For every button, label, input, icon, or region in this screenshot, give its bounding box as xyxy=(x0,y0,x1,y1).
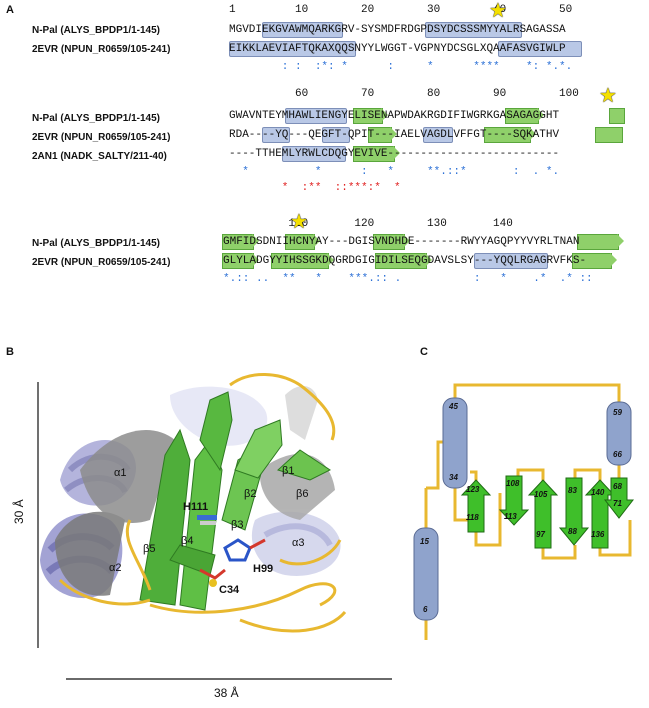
label-alpha1: α1 xyxy=(114,467,127,479)
topology-num: 15 xyxy=(420,537,429,546)
panel-label-b: B xyxy=(6,346,14,358)
label-beta1: β1 xyxy=(282,465,295,477)
label-alpha2: α2 xyxy=(109,562,122,574)
topology-helix xyxy=(413,397,632,621)
strand-arrow xyxy=(393,146,400,160)
label-beta6: β6 xyxy=(296,488,309,500)
sequence-npal-2: GWAVNTEYMHAWLIENGYELISENAPWDAKRGDIFIWGRK… xyxy=(229,110,560,122)
panel-label-c: C xyxy=(420,346,428,358)
topology-num: 71 xyxy=(613,499,622,508)
side-chain-h111 xyxy=(197,515,217,525)
grey-structure-overlay xyxy=(55,385,335,596)
label-beta5: β5 xyxy=(143,543,156,555)
seq-name-npal-1: N-Pal (ALYS_BPDP1/1-145) xyxy=(32,25,161,36)
topology-num: 34 xyxy=(449,473,458,482)
star-marker: ★ xyxy=(599,85,617,107)
topology-num: 83 xyxy=(568,486,577,495)
sequence-2evr-3: GLYLADGYYIHSSGKDQGRDGIGIDILSEQGDAVSLSY--… xyxy=(223,255,587,267)
strand-arrow xyxy=(390,127,397,141)
label-h111: H111 xyxy=(183,501,209,513)
seq-name-npal-3: N-Pal (ALYS_BPDP1/1-145) xyxy=(32,238,161,249)
conservation-row-1: : : :*: * : * **** *: *.*. xyxy=(229,61,573,73)
topology-num: 66 xyxy=(613,450,622,459)
conservation-row-2: * * : * **.::* : . *. xyxy=(229,166,560,178)
helix-box xyxy=(498,41,582,57)
sequence-2evr-1: EIKKLAEVIAFTQKAXQQSNYYLWGGT-VGPNYDCSGLXQ… xyxy=(229,43,566,55)
strand-arrow xyxy=(610,253,617,267)
topology-num: 105 xyxy=(534,490,548,499)
strand-arrow xyxy=(252,253,259,267)
strand-box xyxy=(609,108,625,124)
topology-num: 97 xyxy=(536,530,545,539)
topology-num: 140 xyxy=(591,488,605,497)
panel-label-a: A xyxy=(6,4,14,16)
helix-box xyxy=(474,253,548,269)
helix-box xyxy=(423,127,453,143)
label-beta4: β4 xyxy=(181,535,194,547)
topology-num: 118 xyxy=(466,513,479,522)
ruler-block2: 60 70 80 90 100 xyxy=(229,88,579,100)
strand-arrow xyxy=(381,108,388,122)
side-chain-h99 xyxy=(223,538,266,562)
strand-arrow xyxy=(327,253,334,267)
helix-box xyxy=(322,127,350,143)
sequence-2evr-2: RDA----YQ---QEGFT-QPIT---IAELVAGDLVFFGT-… xyxy=(229,129,560,141)
sequence-npal-1: MGVDIEKGVAWMQARKGRV-SYSMDFRDGPDSYDCSSSMY… xyxy=(229,24,566,36)
label-beta2: β2 xyxy=(244,488,257,500)
helix-box xyxy=(282,146,346,162)
topology-num: 136 xyxy=(591,530,605,539)
strand-arrow xyxy=(252,234,259,248)
ruler-block3: 110 120 130 140 xyxy=(229,218,513,230)
helix-box xyxy=(229,41,356,57)
strand-arrow xyxy=(537,108,544,122)
helix-box xyxy=(285,108,347,124)
seq-name-2evr-1: 2EVR (NPUN_R0659/105-241) xyxy=(32,44,171,55)
loop-coil xyxy=(58,373,347,633)
topology-num: 113 xyxy=(504,512,517,521)
seq-name-2evr-3: 2EVR (NPUN_R0659/105-241) xyxy=(32,257,171,268)
seq-name-2evr-2: 2EVR (NPUN_R0659/105-241) xyxy=(32,132,171,143)
label-h99: H99 xyxy=(253,563,274,575)
helix-box xyxy=(425,22,522,38)
topology-num: 59 xyxy=(613,408,622,417)
topology-num: 6 xyxy=(423,605,428,614)
sequence-npal-3: GMFIDSDNIIHCNYAY---DGISVNDHDE-------RWYY… xyxy=(223,236,580,248)
topology-num: 123 xyxy=(466,485,480,494)
star-marker: ★ xyxy=(489,0,507,22)
star-marker: ★ xyxy=(290,211,308,233)
seq-name-npal-2: N-Pal (ALYS_BPDP1/1-145) xyxy=(32,113,161,124)
conservation-row-2-red: * :** ::***:* * xyxy=(229,182,401,194)
helix-box xyxy=(262,127,290,143)
label-c34: C34 xyxy=(219,584,240,596)
label-beta3: β3 xyxy=(231,519,244,531)
strand-arrow xyxy=(403,234,410,248)
strand-box xyxy=(595,127,623,143)
topology-num: 45 xyxy=(449,402,458,411)
scale-label-horizontal: 38 Å xyxy=(214,686,239,700)
topology-strand xyxy=(460,475,635,549)
topology-num: 108 xyxy=(506,479,520,488)
topology-num: 68 xyxy=(613,482,622,491)
seq-name-2an1-2: 2AN1 (NADK_SALTY/211-40) xyxy=(32,151,167,162)
ruler-block1: 1 10 20 30 40 50 xyxy=(229,4,573,16)
strand-arrow xyxy=(313,234,320,248)
strand-arrow xyxy=(425,253,432,267)
label-alpha3: α3 xyxy=(292,537,305,549)
strand-arrow xyxy=(529,127,536,141)
topology-num: 88 xyxy=(568,527,577,536)
helix-box xyxy=(262,22,343,38)
sequence-2an1-2: ----TTHEMLYRWLCDQGYEVIVE----------------… xyxy=(229,148,560,160)
conservation-row-3: *.:: .. ** * ***.:: . : * .* .* :: xyxy=(223,273,593,285)
strand-arrow xyxy=(617,234,624,248)
side-chain-c34 xyxy=(199,568,226,587)
